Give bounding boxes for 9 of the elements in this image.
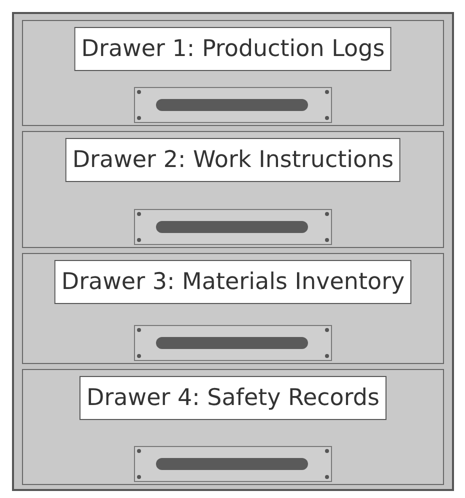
drawer-panel bbox=[22, 369, 444, 485]
drawer-panel bbox=[22, 131, 444, 248]
drawer-label: Drawer 4: Safety Records bbox=[80, 376, 386, 420]
drawer-label: Drawer 1: Production Logs bbox=[74, 27, 392, 71]
drawer-label: Drawer 2: Work Instructions bbox=[65, 138, 401, 182]
cabinet-body bbox=[12, 12, 454, 491]
drawer-panel bbox=[22, 20, 444, 126]
drawer-panel bbox=[22, 253, 444, 364]
drawer-label: Drawer 3: Materials Inventory bbox=[54, 260, 412, 304]
